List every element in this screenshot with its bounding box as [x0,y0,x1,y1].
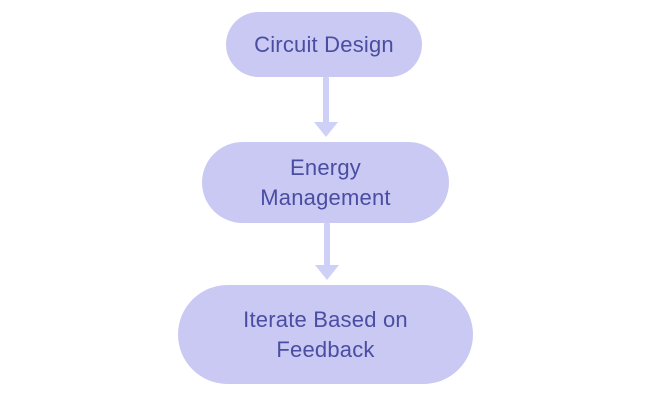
node-iterate-based-on-feedback[interactable]: Iterate Based on Feedback [178,285,473,384]
node-energy-management[interactable]: Energy Management [202,142,449,223]
node-iterate-based-on-feedback-label: Iterate Based on Feedback [243,306,408,362]
node-circuit-design[interactable]: Circuit Design [226,12,422,77]
arrow-down-icon [314,77,338,137]
node-circuit-design-label: Circuit Design [254,31,394,57]
arrow-down-icon [315,223,339,280]
node-energy-management-label: Energy Management [260,154,391,210]
